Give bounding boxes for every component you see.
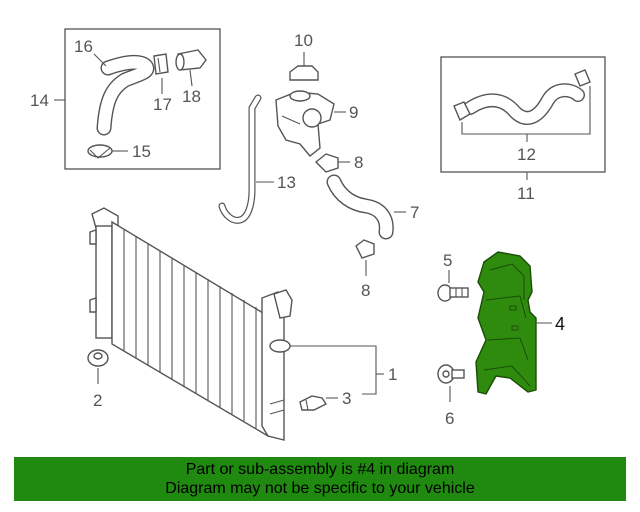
callout-16: 16 bbox=[74, 37, 93, 56]
connector-18[interactable] bbox=[175, 49, 207, 87]
callout-8-upper: 8 bbox=[354, 153, 363, 172]
callout-13: 13 bbox=[277, 173, 296, 192]
callout-18: 18 bbox=[182, 87, 201, 106]
callout-1: 1 bbox=[388, 365, 397, 384]
leader-1 bbox=[290, 345, 384, 395]
banner-line-1: Part or sub-assembly is #4 in diagram bbox=[185, 461, 455, 478]
banner-line-2: Diagram may not be specific to your vehi… bbox=[165, 480, 475, 497]
clamp-8-upper[interactable] bbox=[314, 153, 350, 173]
mount-2[interactable] bbox=[87, 349, 109, 384]
hose-7[interactable] bbox=[326, 174, 406, 240]
air-guard-4[interactable] bbox=[475, 251, 552, 395]
callout-12: 12 bbox=[517, 145, 536, 164]
callout-17: 17 bbox=[153, 95, 172, 114]
callout-2: 2 bbox=[93, 391, 102, 410]
tube-13[interactable] bbox=[218, 94, 274, 224]
clamp-17[interactable] bbox=[153, 53, 169, 94]
callout-5: 5 bbox=[443, 251, 452, 270]
bolt-6[interactable] bbox=[437, 364, 465, 402]
clamp-8-lower[interactable] bbox=[355, 239, 375, 276]
callout-labels: 1 2 3 4 5 6 7 8 8 9 10 11 12 13 14 15 16… bbox=[30, 31, 565, 428]
radiator[interactable] bbox=[89, 207, 293, 441]
radiator-fins bbox=[123, 230, 257, 428]
drain-plug-3[interactable] bbox=[299, 395, 338, 411]
thermostat-housing-9[interactable] bbox=[275, 90, 346, 157]
parts-diagram: 1 2 3 4 5 6 7 8 8 9 10 11 12 13 14 15 16… bbox=[30, 28, 606, 441]
callout-7: 7 bbox=[410, 203, 419, 222]
callout-3: 3 bbox=[342, 389, 351, 408]
callout-11: 11 bbox=[517, 184, 535, 203]
hose-12[interactable] bbox=[453, 69, 591, 142]
callout-8-lower: 8 bbox=[361, 281, 370, 300]
callout-15: 15 bbox=[132, 142, 151, 161]
callout-4: 4 bbox=[555, 314, 565, 334]
callout-14: 14 bbox=[30, 91, 49, 110]
bolt-5[interactable] bbox=[437, 270, 469, 302]
callout-9: 9 bbox=[349, 103, 358, 122]
sub-assembly-banner: Part or sub-assembly is #4 in diagram Di… bbox=[14, 457, 626, 501]
hose-16[interactable] bbox=[93, 53, 155, 136]
callout-10: 10 bbox=[294, 31, 313, 50]
clamp-15[interactable] bbox=[87, 144, 128, 159]
cap-10[interactable] bbox=[289, 52, 319, 81]
callout-6: 6 bbox=[445, 409, 454, 428]
